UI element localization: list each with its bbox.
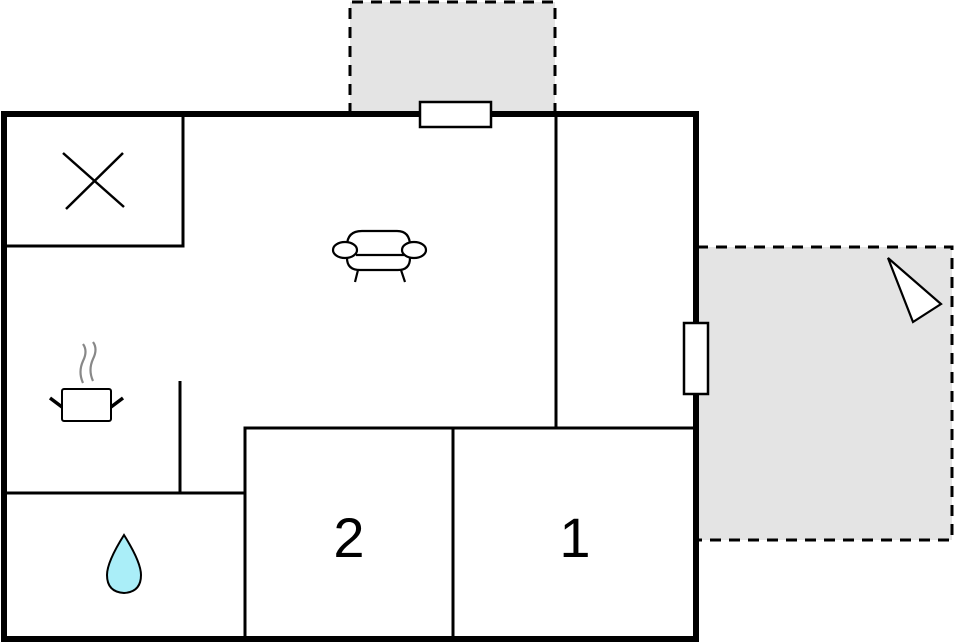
terrace-north	[348, 0, 557, 114]
cooking-pot-icon	[48, 341, 125, 422]
sofa-icon	[331, 229, 428, 283]
window-east	[682, 321, 710, 396]
bedroom-2-label: 2	[333, 506, 364, 569]
compass-north-icon	[886, 257, 943, 324]
interior-walls	[4, 114, 696, 638]
water-drop-icon	[105, 533, 143, 595]
window-north	[418, 100, 493, 129]
bedroom-1-label: 1	[559, 506, 590, 569]
x-mark-icon	[62, 152, 125, 210]
